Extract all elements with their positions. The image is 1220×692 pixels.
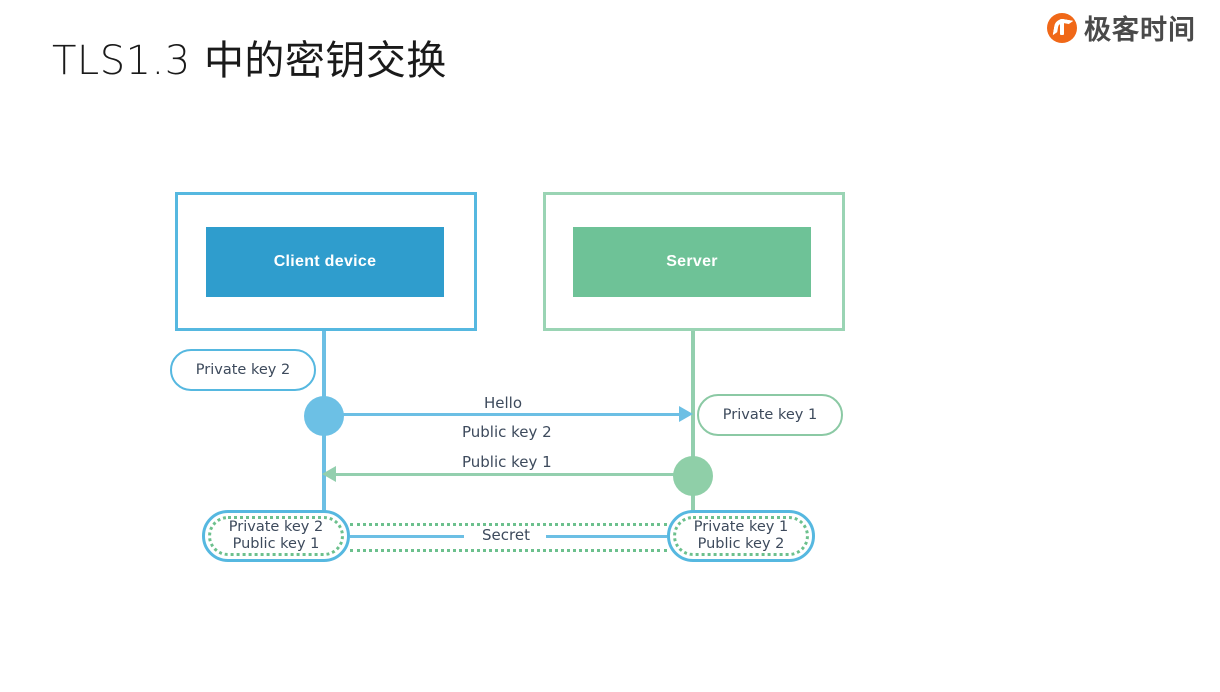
server-private-key-pill: Private key 1 — [697, 394, 843, 436]
client-key-pair-pill: Private key 2 Public key 1 — [202, 510, 350, 562]
client-key-pair-line-2: Public key 1 — [232, 536, 320, 552]
brand-name: 极客时间 — [1084, 15, 1196, 46]
client-to-server-arrowhead-icon — [679, 406, 693, 422]
message-label-public-key-2: Public key 2 — [462, 423, 552, 441]
client-private-key-pill: Private key 2 — [170, 349, 316, 391]
server-to-client-arrow-line — [336, 473, 691, 476]
secret-solid-line-right — [546, 535, 667, 538]
secret-dotted-line-bottom — [350, 549, 667, 552]
client-key-pair-line-1: Private key 2 — [228, 519, 324, 536]
client-to-server-arrow-line — [324, 413, 687, 416]
server-key-pair-content: Private key 1 Public key 2 — [673, 516, 809, 556]
brand-logo: 极客时间 — [1047, 8, 1196, 47]
client-key-pair-content: Private key 2 Public key 1 — [208, 516, 344, 556]
secret-label: Secret — [476, 526, 536, 544]
server-connection-dot — [673, 456, 713, 496]
page-title: TLS1.3 中的密钥交换 — [52, 38, 447, 84]
client-connection-dot — [304, 396, 344, 436]
server-key-pair-line-2: Public key 2 — [697, 536, 785, 552]
geek-time-logo-icon — [1047, 12, 1077, 43]
message-label-hello: Hello — [484, 394, 523, 412]
server-key-pair-pill: Private key 1 Public key 2 — [667, 510, 815, 562]
server-key-pair-line-1: Private key 1 — [693, 519, 789, 536]
message-label-public-key-1: Public key 1 — [462, 453, 552, 471]
server-box: Server — [573, 227, 811, 297]
server-to-client-arrowhead-icon — [322, 466, 336, 482]
server-lifeline — [691, 328, 695, 533]
secret-dotted-line-top — [350, 523, 667, 526]
client-device-box: Client device — [206, 227, 444, 297]
secret-solid-line-left — [350, 535, 464, 538]
